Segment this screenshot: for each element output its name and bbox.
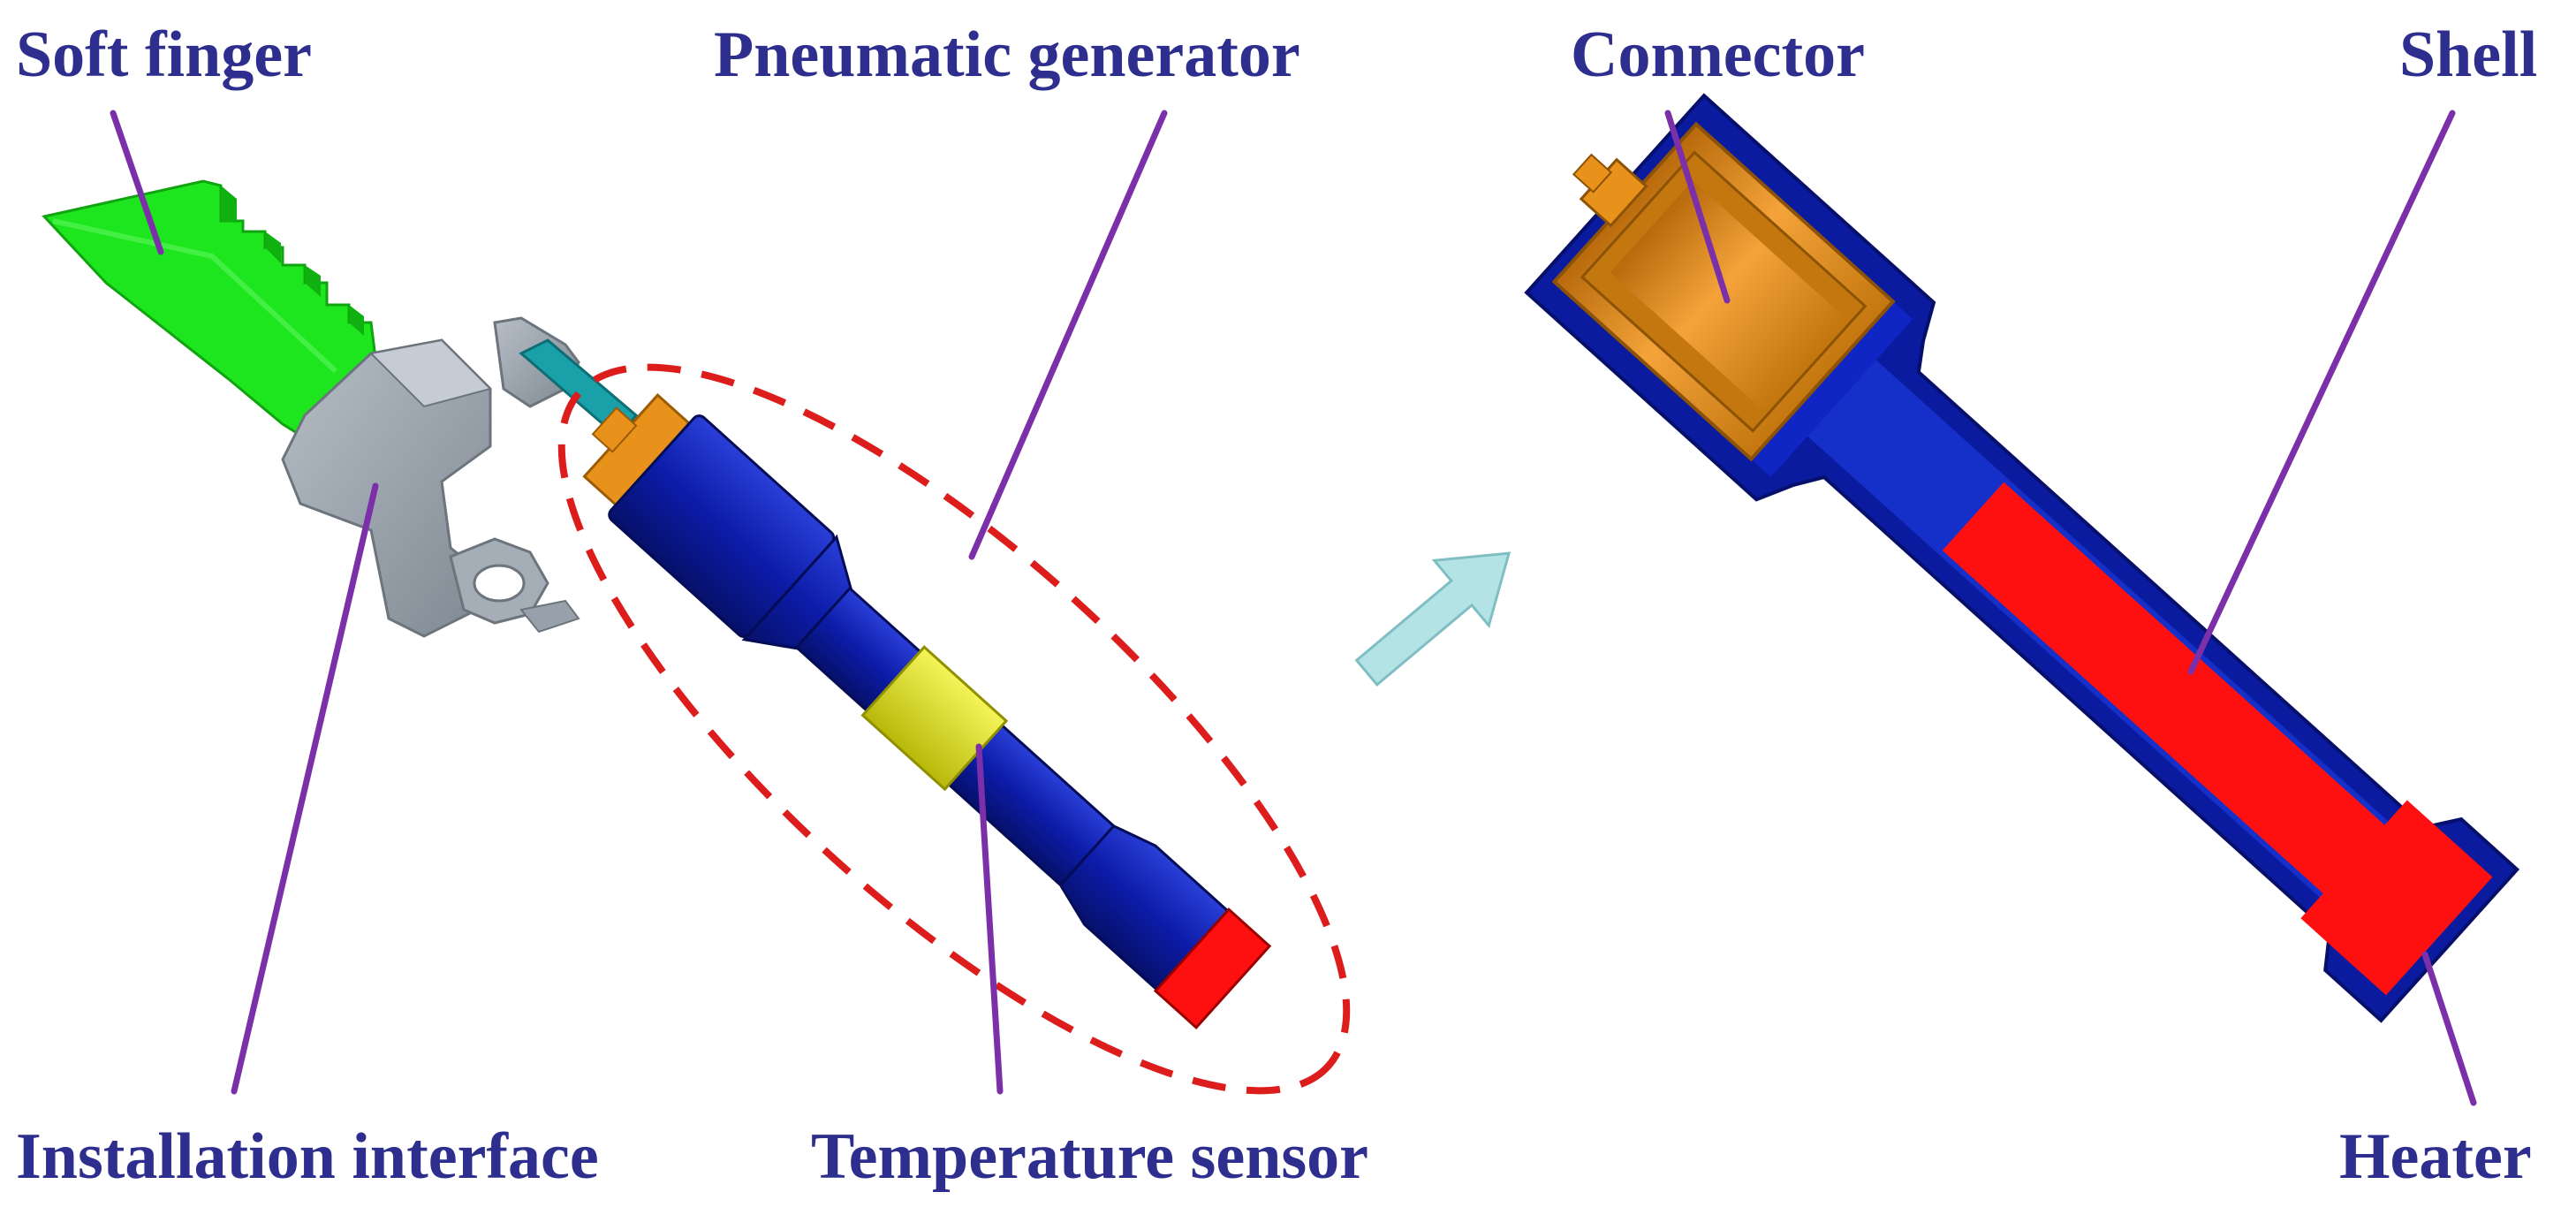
leader-pneumatic-generator [972,113,1164,557]
leader-installation-interface [234,486,375,1091]
label-heater: Heater [2339,1124,2532,1189]
left-assembly [44,181,1446,1197]
label-temperature-sensor: Temperature sensor [811,1124,1368,1189]
arrow-up-right-icon [1339,520,1536,705]
label-installation-interface: Installation interface [16,1124,599,1189]
leader-heater [2425,954,2474,1103]
label-shell: Shell [2399,22,2537,87]
label-connector: Connector [1571,22,1865,87]
leader-shell [2191,113,2452,672]
pneumatic-generator-body [558,369,1279,1037]
right-cross-section [1494,66,2538,1044]
label-soft-finger: Soft finger [16,22,312,87]
label-pneumatic-generator: Pneumatic generator [714,22,1300,87]
